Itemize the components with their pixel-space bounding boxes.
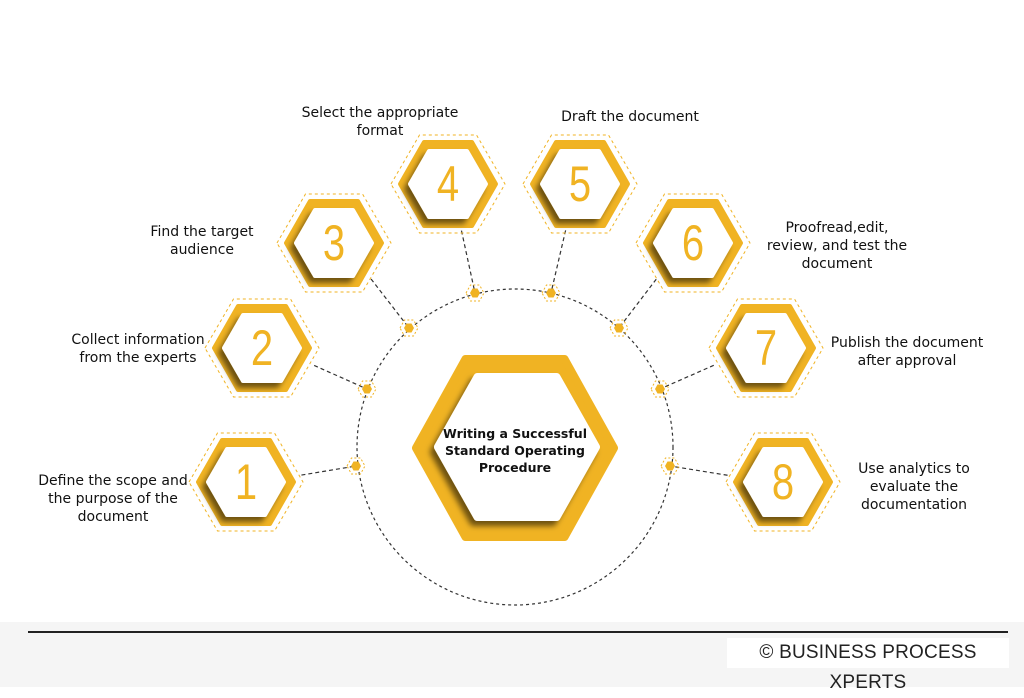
hexagon-inner	[653, 208, 733, 278]
connector-dot	[470, 288, 480, 298]
connector-dot	[404, 323, 414, 333]
hexagon-dashed-outline	[276, 193, 392, 293]
connector-dot	[665, 461, 675, 471]
hexagon-inner	[206, 447, 286, 517]
connector-dot-ring	[357, 380, 377, 398]
step-label-5: Draft the document	[561, 109, 699, 125]
connector-dot	[614, 323, 624, 333]
connector-line	[550, 230, 567, 294]
step-number: 4	[437, 156, 459, 212]
center-hexagon-inner	[434, 373, 600, 521]
center-title: Writing a Successful Standard Operating …	[443, 426, 587, 475]
step-number: 3	[323, 215, 345, 271]
connector-line	[313, 364, 368, 390]
connector-line	[301, 465, 357, 476]
step-number: 6	[682, 215, 704, 271]
hexagon-dashed-outline	[522, 134, 638, 234]
step-label-3: Find the target audience	[150, 224, 254, 258]
step-hexagon-7: 7	[708, 298, 824, 398]
step-number: 2	[251, 320, 273, 376]
connector-dot-ring	[660, 457, 680, 475]
step-label-7: Publish the document after approval	[830, 335, 984, 369]
connector-dot	[362, 384, 372, 394]
step-hexagon-5: 5	[522, 134, 638, 234]
copyright-credit: © BUSINESS PROCESS XPERTS	[727, 638, 1009, 693]
step-label-6: Proofread,edit, review, and test the doc…	[766, 220, 908, 272]
step-number: 5	[569, 156, 591, 212]
connector-dot	[655, 384, 665, 394]
connector-dot-ring	[609, 319, 629, 337]
step-hexagon-3: 3	[276, 193, 392, 293]
hexagon-dashed-outline	[188, 432, 304, 532]
hexagon-inner	[726, 313, 806, 383]
hexagon-inner	[222, 313, 302, 383]
step-label-4: Select the appropriate format	[301, 105, 459, 139]
hexagon-inner	[294, 208, 374, 278]
connector-line	[659, 364, 715, 390]
step-hexagon-1: 1	[188, 432, 304, 532]
hexagon-inner	[408, 149, 488, 219]
connector-dot-ring	[541, 284, 561, 302]
hexagon-dashed-outline	[725, 432, 841, 532]
hexagon-dashed-outline	[708, 298, 824, 398]
hexagon-dashed-outline	[390, 134, 506, 234]
connector-dot	[546, 288, 556, 298]
connector-dot	[351, 461, 361, 471]
step-hexagon-4: 4	[390, 134, 506, 234]
step-number: 7	[755, 320, 777, 376]
footer-divider	[28, 631, 1008, 633]
footer: © BUSINESS PROCESS XPERTS	[0, 622, 1024, 693]
hexagon-dashed-outline	[635, 193, 751, 293]
connector-line	[618, 278, 657, 329]
hexagon-inner	[540, 149, 620, 219]
connector-line	[460, 230, 476, 294]
connector-dot-ring	[465, 284, 485, 302]
step-label-1: Define the scope and the purpose of the …	[38, 473, 188, 525]
center-hexagon	[412, 355, 618, 541]
hexagon-inner	[743, 447, 823, 517]
hexagon-dashed-outline	[204, 298, 320, 398]
step-number: 8	[772, 454, 794, 510]
step-hexagon-8: 8	[725, 432, 841, 532]
connector-dot-ring	[650, 380, 670, 398]
step-label-2: Collect information from the experts	[71, 332, 205, 366]
step-label-8: Use analytics to evaluate the documentat…	[858, 461, 970, 513]
connector-line	[669, 465, 728, 476]
connector-circle	[356, 288, 674, 606]
step-hexagon-2: 2	[204, 298, 320, 398]
connector-dot-ring	[399, 319, 419, 337]
connector-line	[370, 278, 410, 329]
connector-dot-ring	[346, 457, 366, 475]
step-hexagon-6: 6	[635, 193, 751, 293]
step-number: 1	[235, 454, 257, 510]
